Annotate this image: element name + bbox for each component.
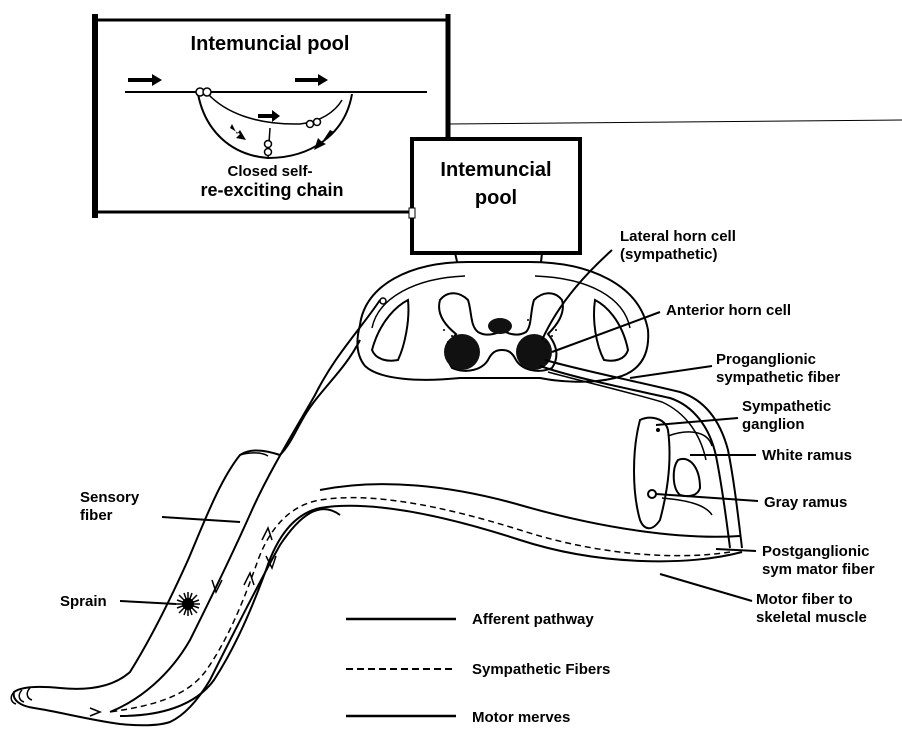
label-sympathetic-ganglion-line1: Sympathetic bbox=[742, 398, 831, 415]
label-sensory-fiber-line2: fiber bbox=[80, 507, 113, 524]
label-motor-fiber-line2: skeletal muscle bbox=[756, 609, 867, 626]
label-motor-fiber-line1: Motor fiber to bbox=[756, 591, 853, 608]
inset-title: Intemuncial pool bbox=[191, 33, 350, 55]
label-proganglionic-line1: Proganglionic bbox=[716, 351, 816, 368]
label-lateral-horn-line1: Lateral horn cell bbox=[620, 228, 736, 245]
sympathetic-ganglion bbox=[634, 418, 670, 529]
leader-motor-fiber bbox=[660, 574, 752, 601]
synapse-icon bbox=[265, 149, 272, 156]
inset-loop-outer bbox=[198, 94, 352, 158]
leg-outline bbox=[14, 340, 360, 725]
legend-label-afferent: Afferent pathway bbox=[472, 611, 594, 628]
synapse-icon bbox=[307, 121, 314, 128]
connector-line bbox=[448, 120, 902, 124]
white-ramus-loop bbox=[674, 459, 700, 496]
motor-pathway-line bbox=[120, 506, 742, 716]
leader-sympathetic-ganglion bbox=[656, 418, 738, 425]
label-proganglionic-line2: sympathetic fiber bbox=[716, 369, 840, 386]
loop-arrow-icon bbox=[230, 124, 246, 140]
inset-intemuncial-pool: Intemuncial pool Closed self- re-excitin… bbox=[95, 14, 448, 218]
pool-box-line2: pool bbox=[475, 187, 517, 209]
legend-label-motor: Motor merves bbox=[472, 709, 570, 726]
loop-arrow-icon bbox=[314, 130, 334, 150]
pool-box: Intemuncial pool bbox=[409, 139, 580, 253]
label-sympathetic-ganglion-line2: ganglion bbox=[742, 416, 805, 433]
leader-postganglionic bbox=[716, 549, 756, 551]
leader-sensory-fiber bbox=[162, 517, 240, 522]
synapse-icon bbox=[265, 141, 272, 148]
label-sensory-fiber-line1: Sensory bbox=[80, 489, 140, 506]
arrow-right-icon bbox=[90, 708, 100, 716]
leader-gray-ramus bbox=[656, 494, 758, 501]
arrow-up-icon bbox=[262, 528, 272, 540]
inset-caption-line1: Closed self- bbox=[227, 163, 312, 180]
label-white-ramus: White ramus bbox=[762, 447, 852, 464]
synapse-icon bbox=[203, 88, 211, 96]
synapse-icon bbox=[314, 119, 321, 126]
gray-ramus-synapse-icon bbox=[648, 490, 656, 498]
inset-arrow-right-icon bbox=[295, 74, 328, 86]
label-lateral-horn-line2: (sympathetic) bbox=[620, 246, 718, 263]
anterior-horn-right bbox=[516, 334, 552, 370]
pool-box-line1: Intemuncial bbox=[440, 159, 551, 181]
spinal-cord bbox=[357, 262, 648, 382]
central-canal bbox=[488, 318, 512, 334]
inset-arrow-left-icon bbox=[128, 74, 162, 86]
sprain-icon bbox=[176, 592, 200, 616]
anterior-horn-left bbox=[444, 334, 480, 370]
inset-caption-line2: re-exciting chain bbox=[200, 180, 343, 200]
label-sprain: Sprain bbox=[60, 593, 107, 610]
label-gray-ramus: Gray ramus bbox=[764, 494, 847, 511]
legend-label-sympathetic: Sympathetic Fibers bbox=[472, 661, 610, 678]
leg bbox=[11, 340, 360, 725]
label-postganglionic-line2: sym mator fiber bbox=[762, 561, 875, 578]
label-postganglionic-line1: Postganglionic bbox=[762, 543, 870, 560]
leader-proganglionic bbox=[630, 366, 712, 378]
legend: Afferent pathway Sympathetic Fibers Moto… bbox=[346, 611, 610, 726]
label-anterior-horn: Anterior horn cell bbox=[666, 302, 791, 319]
